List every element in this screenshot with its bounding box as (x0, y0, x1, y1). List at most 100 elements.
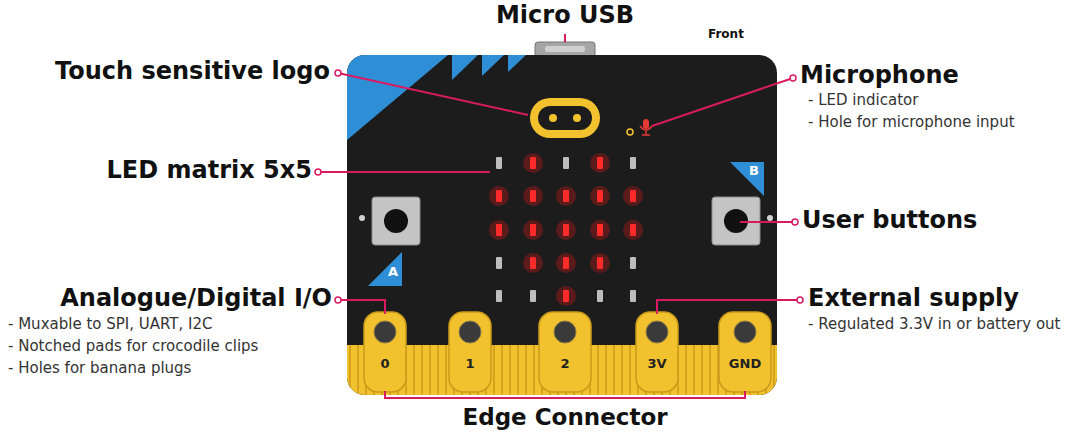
led-glow (556, 186, 576, 206)
led-glow (623, 220, 643, 240)
led-on (597, 190, 603, 202)
board-hole (767, 215, 773, 221)
led-on (563, 224, 569, 236)
callout-title: Micro USB (496, 2, 634, 30)
led-off (496, 290, 502, 302)
callout-title: External supply (808, 285, 1019, 313)
leader-dot (335, 70, 341, 76)
pin-name: 0 (380, 357, 389, 372)
callout-note: - Holes for banana plugs (8, 360, 191, 377)
led-glow (590, 220, 610, 240)
button-label: B (749, 164, 759, 179)
callout-title: Analogue/Digital I/O (60, 285, 332, 313)
pin-name: 2 (560, 357, 569, 372)
leader-dot (315, 169, 321, 175)
pad-hole (459, 321, 481, 343)
led-off (496, 257, 502, 269)
led-glow (590, 253, 610, 273)
led-on (597, 224, 603, 236)
led-on (597, 257, 603, 269)
led-glow (623, 186, 643, 206)
pad-hole (734, 321, 756, 343)
button-a (372, 197, 420, 245)
leader-dot (335, 297, 341, 303)
touch-logo-inner (538, 106, 592, 130)
led-glow (523, 186, 543, 206)
leader-line (338, 73, 528, 115)
leader-line (338, 300, 385, 314)
led-on (563, 257, 569, 269)
led-off (630, 157, 636, 169)
button-cap (384, 209, 408, 233)
pad-hole (646, 321, 668, 343)
led-on (530, 224, 536, 236)
edge-pad (364, 312, 406, 392)
callout-title: Touch sensitive logo (55, 58, 330, 86)
callout-note: - LED indicator (808, 92, 918, 109)
button-tag (368, 252, 402, 286)
callout-note: - Hole for microphone input (808, 114, 1015, 131)
logo-dot (573, 114, 581, 122)
leader-line (657, 300, 800, 314)
edge-bracket (385, 391, 745, 398)
edge-pad (636, 312, 678, 392)
callout-note: - Notched pads for crocodile clips (8, 338, 258, 355)
callout-title: LED matrix 5x5 (107, 157, 312, 185)
callout-title: Edge Connector (462, 404, 667, 430)
mic-hole (627, 129, 633, 135)
touch-logo (530, 98, 600, 138)
led-glow (556, 220, 576, 240)
led-on (630, 190, 636, 202)
edge-pad (539, 312, 591, 392)
led-off (530, 290, 536, 302)
leader-line (318, 171, 490, 173)
mic-led (643, 119, 649, 129)
led-glow (489, 186, 509, 206)
callout-title: Microphone (800, 62, 959, 90)
led-glow (556, 253, 576, 273)
pin-name: 3V (647, 357, 666, 372)
led-glow (523, 153, 543, 173)
leader-dot (797, 297, 803, 303)
button-label: A (388, 265, 398, 280)
blue-stripe (347, 55, 448, 140)
leader-dot (792, 219, 798, 225)
callout-note: - Regulated 3.3V in or battery out (808, 316, 1063, 333)
edge-pad (719, 312, 771, 392)
led-on (597, 157, 603, 169)
logo-dot (549, 114, 557, 122)
led-glow (556, 286, 576, 306)
led-off (563, 157, 569, 169)
pin-name: GND (729, 357, 761, 372)
led-on (496, 190, 502, 202)
led-on (563, 290, 569, 302)
led-on (530, 190, 536, 202)
led-glow (523, 220, 543, 240)
led-on (563, 190, 569, 202)
edge-pad (449, 312, 491, 392)
led-off (630, 257, 636, 269)
led-off (597, 290, 603, 302)
button-tag (730, 162, 764, 196)
led-off (630, 290, 636, 302)
leader-line (564, 34, 566, 42)
usb-port (545, 46, 585, 52)
blue-stripe (508, 55, 526, 72)
pin-name: 1 (465, 357, 474, 372)
leader-line (740, 221, 795, 223)
led-glow (590, 153, 610, 173)
callout-note: - Muxable to SPI, UART, I2C (8, 316, 212, 333)
pad-hole (374, 321, 396, 343)
callout-title: User buttons (802, 207, 977, 235)
mic-led (640, 126, 652, 135)
led-on (530, 157, 536, 169)
led-glow (489, 220, 509, 240)
leader-line (652, 78, 793, 126)
led-off (496, 157, 502, 169)
pad-hole (554, 321, 576, 343)
leader-dot (790, 75, 796, 81)
led-on (630, 224, 636, 236)
blue-stripe (452, 55, 478, 80)
view-note: Front (708, 28, 744, 42)
